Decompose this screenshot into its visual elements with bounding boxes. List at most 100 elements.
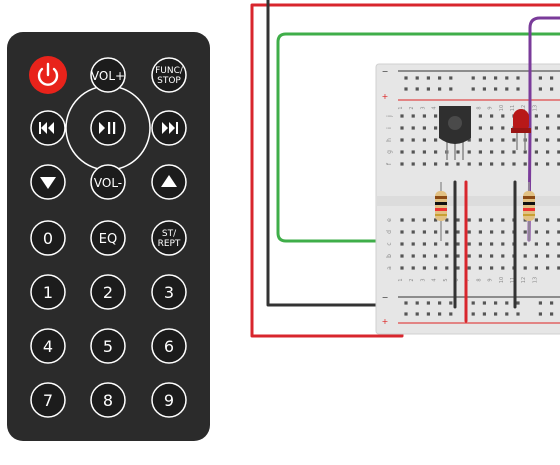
purple-wire[interactable] <box>527 16 560 242</box>
breadboard-hole[interactable] <box>534 230 538 234</box>
rail-hole[interactable] <box>482 87 486 91</box>
breadboard-hole[interactable] <box>422 218 426 222</box>
green-wire[interactable] <box>276 32 560 243</box>
play-pause-button[interactable] <box>90 110 126 146</box>
rail-hole[interactable] <box>516 76 520 80</box>
breadboard-hole[interactable] <box>478 150 482 154</box>
breadboard-hole[interactable] <box>478 218 482 222</box>
rail-hole[interactable] <box>505 301 509 305</box>
breadboard-hole[interactable] <box>422 138 426 142</box>
breadboard-hole[interactable] <box>546 266 550 270</box>
breadboard-hole[interactable] <box>557 138 560 142</box>
rail-hole[interactable] <box>516 301 520 305</box>
breadboard-hole[interactable] <box>546 126 550 130</box>
breadboard-hole[interactable] <box>557 126 560 130</box>
digit-4-button[interactable]: 4 <box>30 328 66 364</box>
breadboard-hole[interactable] <box>434 126 438 130</box>
breadboard-hole[interactable] <box>490 114 494 118</box>
rail-hole[interactable] <box>494 301 498 305</box>
breadboard-hole[interactable] <box>400 218 404 222</box>
breadboard-hole[interactable] <box>523 150 527 154</box>
breadboard-hole[interactable] <box>534 266 538 270</box>
breadboard-hole[interactable] <box>501 114 505 118</box>
rail-hole[interactable] <box>538 312 542 316</box>
breadboard-hole[interactable] <box>467 138 471 142</box>
breadboard-hole[interactable] <box>445 254 449 258</box>
breadboard-hole[interactable] <box>501 230 505 234</box>
breadboard-hole[interactable] <box>534 114 538 118</box>
rail-hole[interactable] <box>550 301 554 305</box>
vol-down-button[interactable]: VOL- <box>90 164 126 200</box>
breadboard-hole[interactable] <box>422 266 426 270</box>
breadboard-hole[interactable] <box>501 138 505 142</box>
digit-9-button[interactable]: 9 <box>151 382 187 418</box>
breadboard-hole[interactable] <box>523 266 527 270</box>
breadboard-hole[interactable] <box>422 242 426 246</box>
breadboard-hole[interactable] <box>546 242 550 246</box>
breadboard-hole[interactable] <box>456 150 460 154</box>
breadboard-hole[interactable] <box>557 114 560 118</box>
rail-hole[interactable] <box>415 76 419 80</box>
breadboard-hole[interactable] <box>512 162 516 166</box>
resistor-2[interactable] <box>523 182 535 241</box>
breadboard-hole[interactable] <box>467 230 471 234</box>
breadboard-hole[interactable] <box>546 230 550 234</box>
prev-button[interactable] <box>30 110 66 146</box>
breadboard-hole[interactable] <box>445 230 449 234</box>
breadboard-hole[interactable] <box>478 162 482 166</box>
breadboard-hole[interactable] <box>478 266 482 270</box>
breadboard-hole[interactable] <box>546 138 550 142</box>
breadboard-hole[interactable] <box>422 150 426 154</box>
breadboard-hole[interactable] <box>467 150 471 154</box>
breadboard-hole[interactable] <box>546 114 550 118</box>
digit-7-button[interactable]: 7 <box>30 382 66 418</box>
rail-hole[interactable] <box>471 312 475 316</box>
rail-hole[interactable] <box>482 312 486 316</box>
breadboard-hole[interactable] <box>445 242 449 246</box>
breadboard-hole[interactable] <box>546 254 550 258</box>
breadboard-hole[interactable] <box>534 254 538 258</box>
breadboard-hole[interactable] <box>501 242 505 246</box>
rail-hole[interactable] <box>538 301 542 305</box>
rail-hole[interactable] <box>404 301 408 305</box>
breadboard-hole[interactable] <box>534 218 538 222</box>
breadboard-hole[interactable] <box>557 162 560 166</box>
rail-hole[interactable] <box>449 312 453 316</box>
rail-hole[interactable] <box>404 312 408 316</box>
breadboard-hole[interactable] <box>411 150 415 154</box>
up-button[interactable] <box>151 164 187 200</box>
rail-hole[interactable] <box>550 76 554 80</box>
breadboard-hole[interactable] <box>523 254 527 258</box>
rail-hole[interactable] <box>505 312 509 316</box>
breadboard-hole[interactable] <box>534 138 538 142</box>
breadboard-hole[interactable] <box>422 254 426 258</box>
breadboard-hole[interactable] <box>534 150 538 154</box>
rail-hole[interactable] <box>415 312 419 316</box>
rail-hole[interactable] <box>494 87 498 91</box>
breadboard-hole[interactable] <box>478 126 482 130</box>
breadboard-hole[interactable] <box>434 230 438 234</box>
breadboard-hole[interactable] <box>422 162 426 166</box>
rail-hole[interactable] <box>538 76 542 80</box>
resistor-1[interactable] <box>435 182 447 241</box>
breadboard-hole[interactable] <box>434 114 438 118</box>
breadboard-hole[interactable] <box>400 114 404 118</box>
rail-hole[interactable] <box>482 301 486 305</box>
breadboard-hole[interactable] <box>411 138 415 142</box>
breadboard-hole[interactable] <box>546 162 550 166</box>
rail-hole[interactable] <box>538 87 542 91</box>
breadboard-hole[interactable] <box>400 138 404 142</box>
rail-hole[interactable] <box>438 76 442 80</box>
breadboard-hole[interactable] <box>512 150 516 154</box>
rail-hole[interactable] <box>471 301 475 305</box>
eq-button[interactable]: EQ <box>90 220 126 256</box>
breadboard-hole[interactable] <box>411 266 415 270</box>
rail-hole[interactable] <box>426 301 430 305</box>
rail-hole[interactable] <box>449 76 453 80</box>
breadboard-hole[interactable] <box>434 162 438 166</box>
breadboard-hole[interactable] <box>534 162 538 166</box>
breadboard-hole[interactable] <box>411 230 415 234</box>
breadboard-hole[interactable] <box>400 254 404 258</box>
rail-hole[interactable] <box>404 76 408 80</box>
breadboard-hole[interactable] <box>501 162 505 166</box>
